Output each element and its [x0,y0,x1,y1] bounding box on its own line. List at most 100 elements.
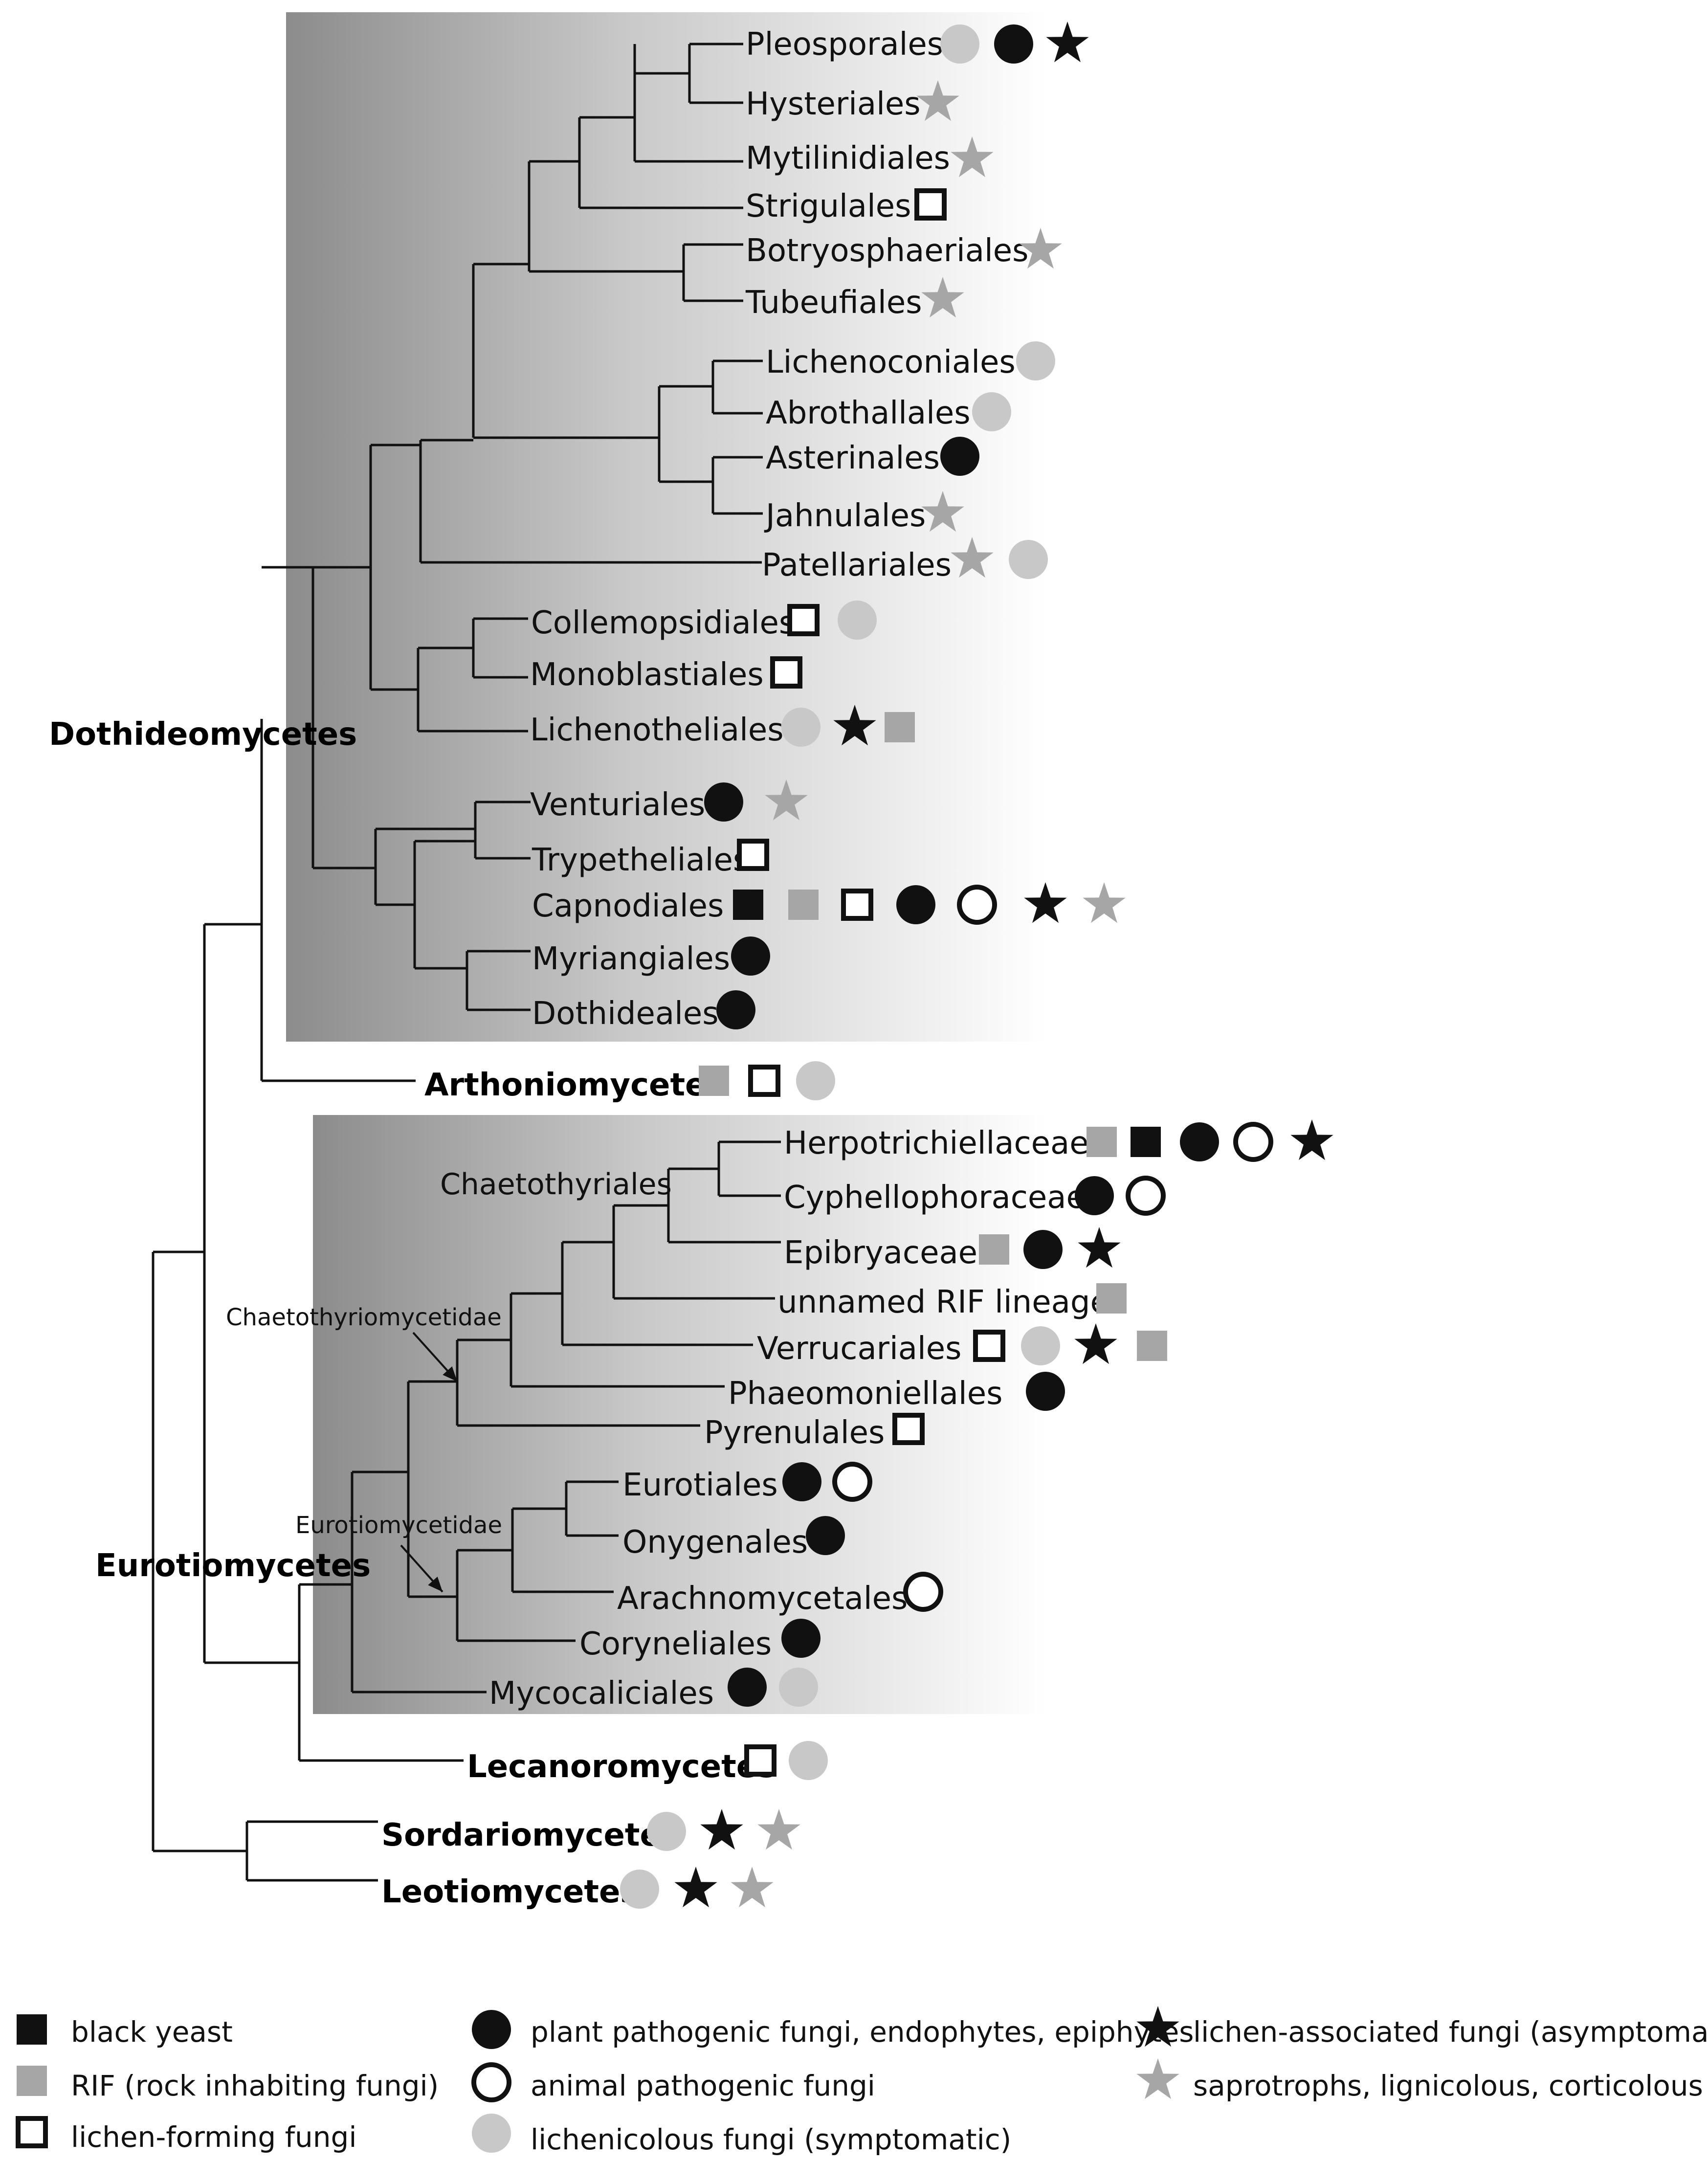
taxon-label-strigulales: Strigulales [746,188,911,224]
taxon-label-cyphellophoraceae: Cyphellophoraceae [784,1180,1086,1216]
taxon-label-botryosphaeriales: Botryosphaeriales [746,233,1028,269]
marker-star-grey-icon [765,780,808,821]
marker-circle-black-icon [731,936,770,976]
marker-circle-black-icon [704,782,743,822]
marker-circle-grey-icon [620,1870,659,1909]
marker-star-grey-icon [951,537,994,578]
clade-label-dothideomycetes: Dothideomycetes [49,716,357,753]
legend-label-saprotrophs: saprotrophs, lignicolous, corticolous [1193,2069,1703,2102]
marker-circle-black-icon [896,885,935,924]
taxon-label-sordariomycetes: Sordariomycetes [381,1817,680,1853]
taxon-label-coryneliales: Coryneliales [579,1626,772,1662]
marker-square-grey-icon [788,890,819,920]
marker-square-open-icon [841,889,873,921]
marker-star-black-icon [1290,1119,1333,1160]
marker-star-black-icon [833,705,876,746]
marker-square-open-icon [914,188,947,221]
marker-circle-grey-icon [779,1668,818,1707]
marker-circle-black-icon [716,990,755,1029]
marker-star-grey-icon [916,80,959,121]
legend-markers [16,2006,1179,2153]
marker-circle-grey-icon [796,1061,835,1100]
legend-label-black-yeast: black yeast [71,2015,233,2049]
taxon-label-arachnomycetales: Arachnomycetales [617,1581,908,1617]
marker-star-black-icon [1078,1227,1121,1268]
legend-square-grey-icon [17,2066,47,2096]
marker-circle-grey-icon [1021,1326,1060,1365]
taxon-label-dothideales: Dothideales [532,996,719,1032]
legend-label-animal-pathogenic: animal pathogenic fungi [531,2069,875,2102]
marker-circle-grey-icon [1016,341,1055,380]
legend: black yeast RIF (rock inhabiting fungi) … [16,2006,1708,2156]
marker-circle-grey-icon [781,708,821,747]
taxon-label-phaeomoniellales: Phaeomoniellales [728,1376,1002,1412]
taxon-label-mycocaliciales: Mycocaliciales [489,1675,714,1712]
node-arrow-head [428,1576,443,1592]
marker-square-grey-icon [885,712,915,742]
marker-circle-black-icon [781,1619,821,1658]
marker-square-grey-icon [1137,1331,1167,1361]
marker-circle-open-icon [1126,1176,1166,1216]
marker-circle-black-icon [1026,1372,1065,1411]
marker-star-black-icon [1024,882,1067,923]
marker-circle-black-icon [994,24,1033,64]
marker-circle-grey-icon [1009,540,1048,579]
taxon-label-herpotrichiellaceae: Herpotrichiellaceae [784,1125,1089,1161]
marker-star-black-icon [700,1809,743,1850]
taxon-label-eurotiales: Eurotiales [622,1467,778,1503]
marker-square-grey-icon [979,1234,1009,1265]
marker-circle-grey-icon [789,1741,828,1780]
taxon-label-abrothallales: Abrothallales [766,395,971,431]
marker-circle-black-icon [1023,1230,1063,1269]
taxon-label-onygenales: Onygenales [622,1524,808,1560]
marker-circle-grey-icon [940,24,979,64]
taxon-label-unnamed-rif-lineage: unnamed RIF lineage [777,1284,1109,1320]
marker-circle-black-icon [1180,1122,1219,1161]
taxon-label-lichenoconiales: Lichenoconiales [766,344,1016,380]
legend-label-lichenicolous: lichenicolous fungi (symptomatic) [531,2123,1011,2156]
marker-square-grey-icon [1096,1283,1127,1314]
legend-label-plant-pathogenic: plant pathogenic fungi, endophytes, epip… [531,2015,1194,2049]
marker-circle-black-icon [1075,1176,1114,1215]
marker-star-black-icon [1074,1323,1117,1364]
marker-circle-open-icon [903,1572,943,1612]
marker-star-grey-icon [731,1867,774,1908]
marker-circle-black-icon [806,1516,845,1555]
marker-square-open-icon [744,1744,776,1777]
taxon-label-pyrenulales: Pyrenulales [704,1415,885,1451]
node-label-eurotiomycetidae: Eurotiomycetidae [295,1512,502,1539]
taxon-label-asterinales: Asterinales [766,440,940,476]
marker-circle-open-icon [957,885,997,925]
marker-square-open-icon [892,1413,925,1445]
legend-circle-open-icon [471,2062,511,2102]
taxon-label-lecanoromycetes: Lecanoromycetes [467,1749,776,1785]
legend-circle-grey-icon [472,2114,511,2153]
legend-circle-black-icon [472,2010,511,2049]
tree-branches [152,43,781,1882]
dothideomycetes-shading [286,12,1046,1042]
marker-star-grey-icon [921,491,964,532]
marker-star-black-icon [674,1867,717,1908]
taxon-label-pleosporales: Pleosporales [746,26,943,63]
marker-square-black-icon [733,890,763,920]
clade-label-eurotiomycetes: Eurotiomycetes [95,1548,371,1584]
legend-label-lichen-forming: lichen-forming fungi [71,2120,356,2154]
marker-square-open-icon [973,1330,1005,1362]
taxon-label-myriangiales: Myriangiales [532,941,730,977]
taxon-label-leotiomycetes: Leotiomycetes [381,1874,639,1910]
marker-circle-black-icon [782,1462,821,1501]
marker-square-open-icon [737,839,769,871]
marker-star-black-icon [1046,22,1089,63]
legend-label-rif: RIF (rock inhabiting fungi) [71,2069,439,2102]
taxon-labels: Pleosporales Hysteriales Mytilinidiales … [381,26,1109,1910]
marker-star-grey-icon [1019,228,1062,269]
legend-square-black-icon [17,2014,47,2045]
clade-labels: Dothideomycetes Eurotiomycetes Chaetothy… [49,716,672,1584]
node-label-chaetothyriales: Chaetothyriales [440,1167,672,1202]
marker-circle-black-icon [940,437,979,476]
marker-square-black-icon [1131,1127,1161,1157]
marker-circle-grey-icon [647,1812,686,1851]
marker-square-grey-icon [1087,1127,1117,1157]
node-arrows [400,1332,458,1593]
